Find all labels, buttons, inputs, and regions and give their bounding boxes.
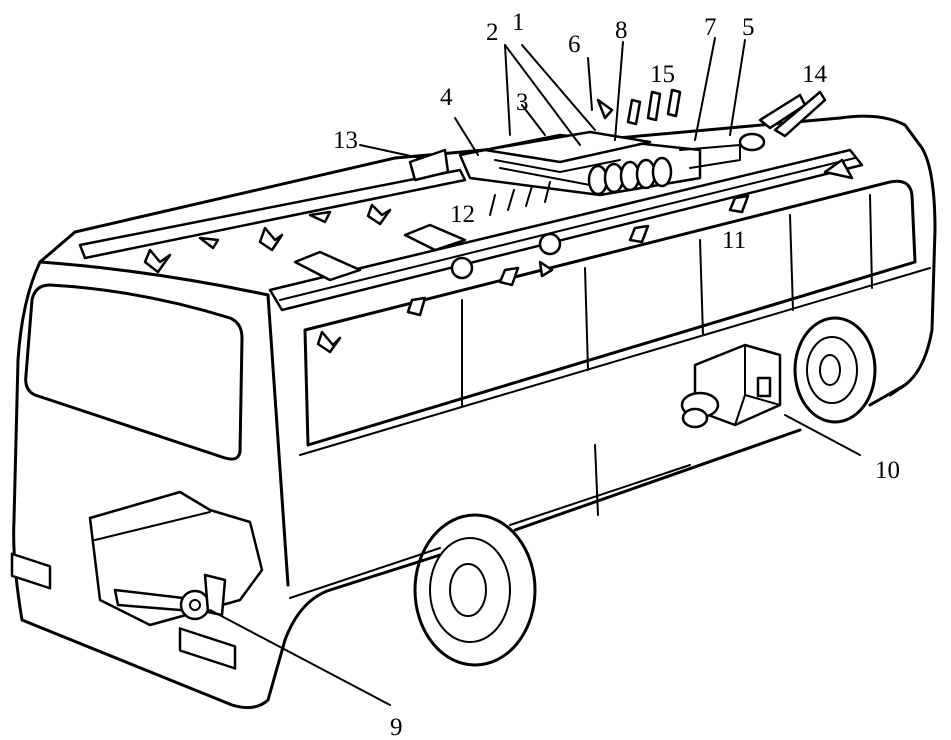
label-4: 4: [440, 84, 453, 111]
label-2: 2: [486, 19, 499, 46]
roof-ac-unit: [458, 130, 766, 197]
label-7: 7: [704, 14, 717, 41]
number-labels: 1 2 3 4 5 6 7 8 9 10 11 12 13 14 15: [333, 9, 900, 740]
side-windows: [303, 179, 917, 447]
label-9: 9: [390, 714, 403, 740]
label-14: 14: [802, 61, 828, 88]
windshield: [24, 283, 244, 461]
front-wheel: [413, 513, 537, 667]
airflow-arrows: [143, 88, 854, 354]
label-12: 12: [450, 201, 475, 228]
label-10: 10: [875, 457, 900, 484]
front-heater-unit: [88, 490, 264, 627]
coil-bank: [587, 156, 673, 196]
rear-wheel: [793, 316, 877, 424]
roof-air-ducts: [78, 148, 864, 312]
label-11: 11: [722, 227, 746, 254]
front-lamps: [10, 552, 237, 670]
label-13: 13: [333, 127, 358, 154]
label-15: 15: [650, 61, 675, 88]
leader-lines: [209, 37, 861, 706]
compressor-unit: [680, 343, 782, 429]
label-8: 8: [615, 17, 628, 44]
label-5: 5: [742, 14, 755, 41]
label-6: 6: [568, 31, 581, 58]
label-1: 1: [512, 9, 525, 36]
label-3: 3: [516, 89, 529, 116]
bus-body: [12, 114, 937, 710]
